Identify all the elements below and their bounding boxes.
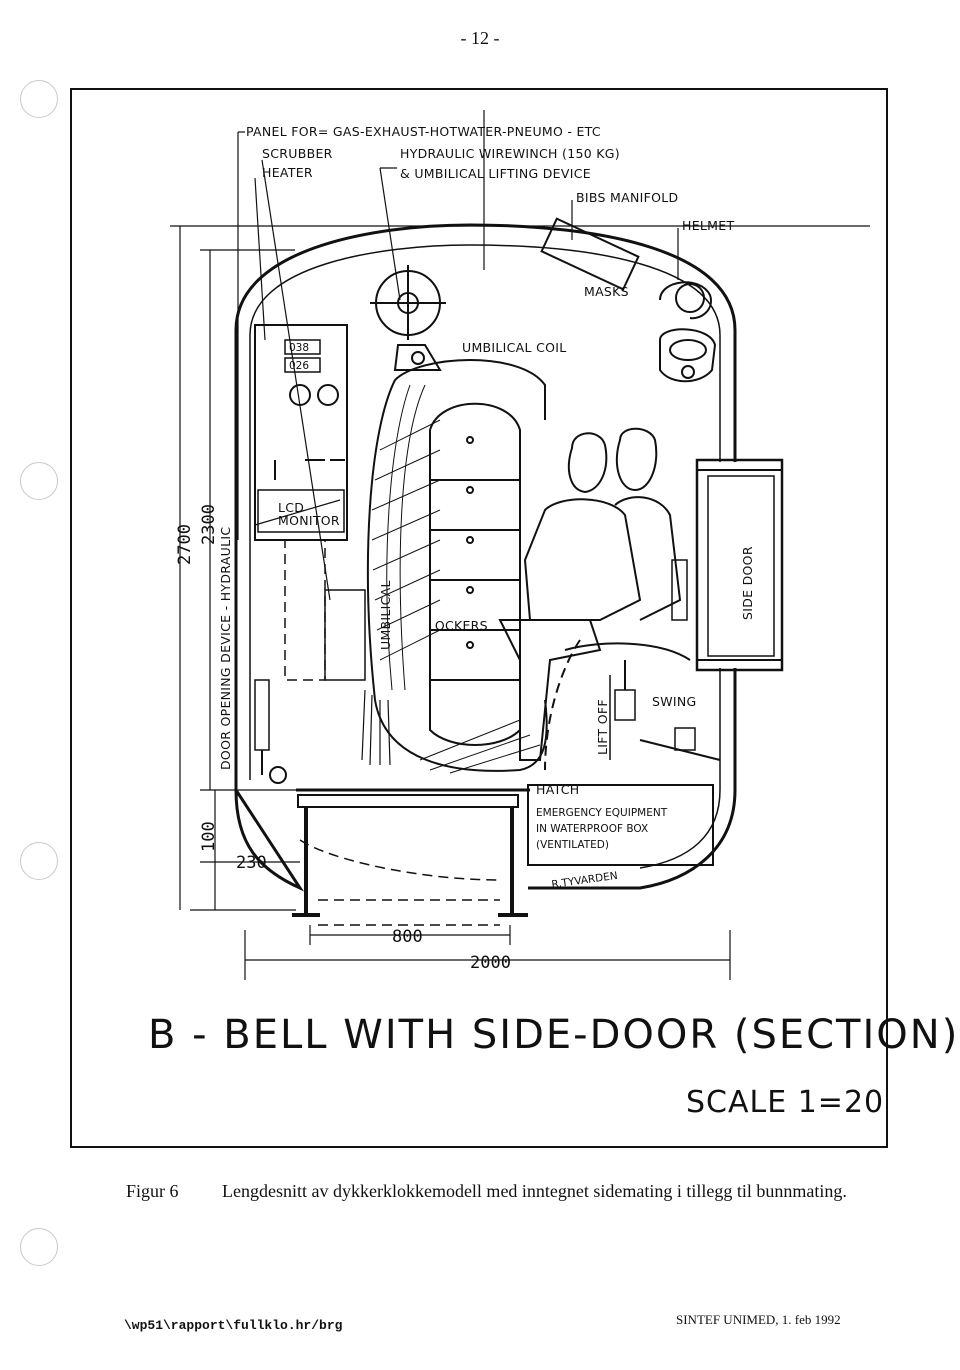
dim-2300: 2300 xyxy=(199,504,219,545)
punch-hole xyxy=(20,80,58,118)
control-panel xyxy=(254,324,366,681)
label-monitor: MONITOR xyxy=(278,513,340,528)
label-umbilical: UMBILICAL xyxy=(378,580,393,650)
label-swing: SWING xyxy=(652,694,697,709)
dimension-lines xyxy=(170,225,870,980)
bibs-equipment xyxy=(540,217,717,383)
label-lockers: LOCKERS xyxy=(428,618,488,633)
label-bibs-manifold: BIBS MANIFOLD xyxy=(576,190,678,205)
punch-hole xyxy=(20,842,58,880)
punch-hole xyxy=(20,462,58,500)
label-helmet: HELMET xyxy=(682,218,734,233)
footer-publisher-date: SINTEF UNIMED, 1. feb 1992 xyxy=(676,1312,841,1327)
lcd-value-2: 026 xyxy=(289,360,309,372)
label-umbilical-coil: UMBILICAL COIL xyxy=(462,340,566,355)
lockers xyxy=(429,402,521,746)
label-heater: HEATER xyxy=(262,165,313,180)
label-lcd: LCD xyxy=(278,500,304,515)
dim-100: 100 xyxy=(199,821,219,852)
label-door-opening-device: DOOR OPENING DEVICE - HYDRAULIC xyxy=(218,527,233,770)
bottom-hatch xyxy=(292,788,530,926)
punch-hole xyxy=(20,1228,58,1266)
side-door xyxy=(695,458,784,672)
bell-hull xyxy=(234,223,737,892)
figure-frame xyxy=(70,88,888,1148)
winch xyxy=(370,265,446,371)
label-masks: MASKS xyxy=(584,284,629,299)
caption-label: Figur 6 xyxy=(126,1181,179,1201)
label-scrubber: SCRUBBER xyxy=(262,146,333,161)
caption-text: Lengdesnitt av dykkerklokkemodell med in… xyxy=(222,1181,847,1201)
dim-800: 800 xyxy=(392,927,423,947)
label-emergency-1: EMERGENCY EQUIPMENT xyxy=(536,807,668,819)
label-lift-off: LIFT OFF xyxy=(595,699,610,755)
page-number: - 12 - xyxy=(460,28,500,48)
lcd-value-1: 038 xyxy=(289,342,309,354)
dim-2000: 2000 xyxy=(470,953,511,973)
swing-seat xyxy=(609,559,721,761)
label-panel: PANEL FOR= GAS-EXHAUST-HOTWATER-PNEUMO -… xyxy=(246,124,601,139)
door-opening-cylinder xyxy=(254,679,287,784)
emergency-box xyxy=(527,784,714,866)
label-emergency-2: IN WATERPROOF BOX xyxy=(536,823,648,835)
diagram-title: B - BELL WITH SIDE-DOOR (SECTION) xyxy=(148,1012,959,1058)
dim-230: 230 xyxy=(236,853,267,873)
label-hatch: HATCH xyxy=(536,782,580,797)
label-side-door: SIDE DOOR xyxy=(740,546,755,620)
umbilical-coil xyxy=(361,359,548,774)
diagram-scale: SCALE 1=20 xyxy=(686,1085,884,1120)
divers xyxy=(498,427,691,771)
dim-2700: 2700 xyxy=(175,524,195,565)
label-hydraulic-winch: HYDRAULIC WIREWINCH (150 KG) xyxy=(400,146,620,161)
footer-file-path: \wp51\rapport\fullklo.hr/brg xyxy=(124,1318,343,1333)
label-emergency-3: (VENTILATED) xyxy=(536,839,609,851)
label-umbilical-lifting: & UMBILICAL LIFTING DEVICE xyxy=(400,166,591,181)
